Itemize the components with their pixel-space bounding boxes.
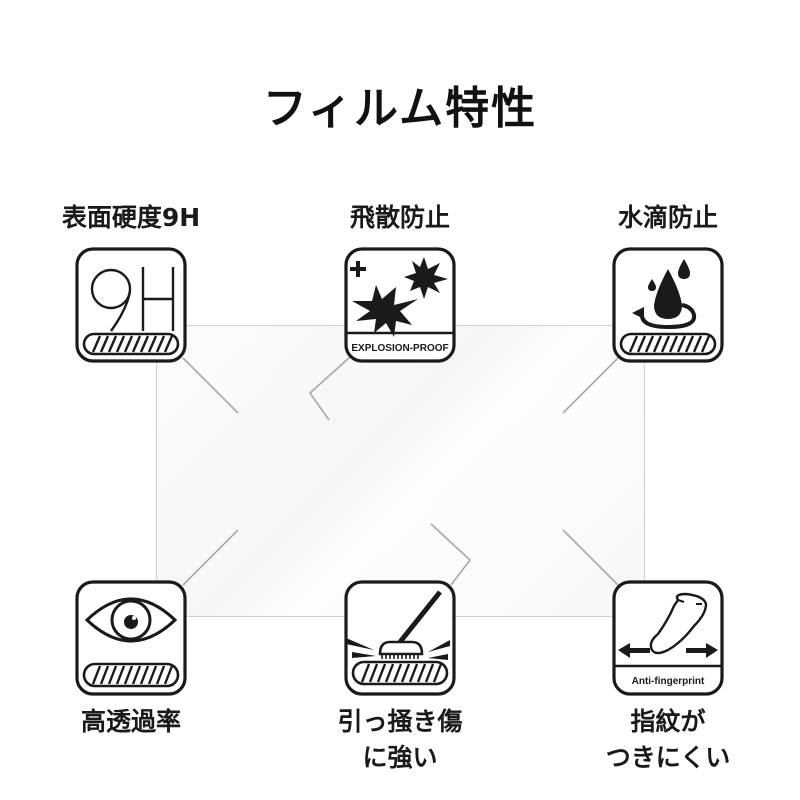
explosion-proof-text: EXPLOSION-PROOF bbox=[351, 343, 448, 354]
anti-fingerprint-text: Anti-fingerprint bbox=[632, 676, 705, 687]
page-title: フィルム特性 bbox=[262, 83, 538, 134]
label-explosion-proof: 飛散防止 bbox=[349, 203, 450, 232]
scratch-brush-icon bbox=[344, 580, 456, 696]
9h-hardness-icon bbox=[75, 247, 187, 363]
label-water-drop: 水滴防止 bbox=[617, 203, 718, 232]
label-scratch-line1: 引っ掻き傷 bbox=[337, 707, 463, 736]
eye-icon bbox=[75, 580, 187, 696]
label-transparency: 高透過率 bbox=[80, 707, 181, 736]
label-fingerprint-line1: 指紋が bbox=[630, 707, 706, 736]
water-drop-icon bbox=[612, 247, 724, 363]
explosion-proof-icon: EXPLOSION-PROOF bbox=[344, 247, 456, 363]
label-scratch-line2: に強い bbox=[362, 743, 438, 772]
anti-fingerprint-icon: Anti-fingerprint bbox=[612, 580, 724, 696]
label-fingerprint-line2: つきにくい bbox=[605, 743, 731, 772]
film-sheet bbox=[156, 325, 645, 617]
label-hardness: 表面硬度9H bbox=[61, 203, 201, 232]
